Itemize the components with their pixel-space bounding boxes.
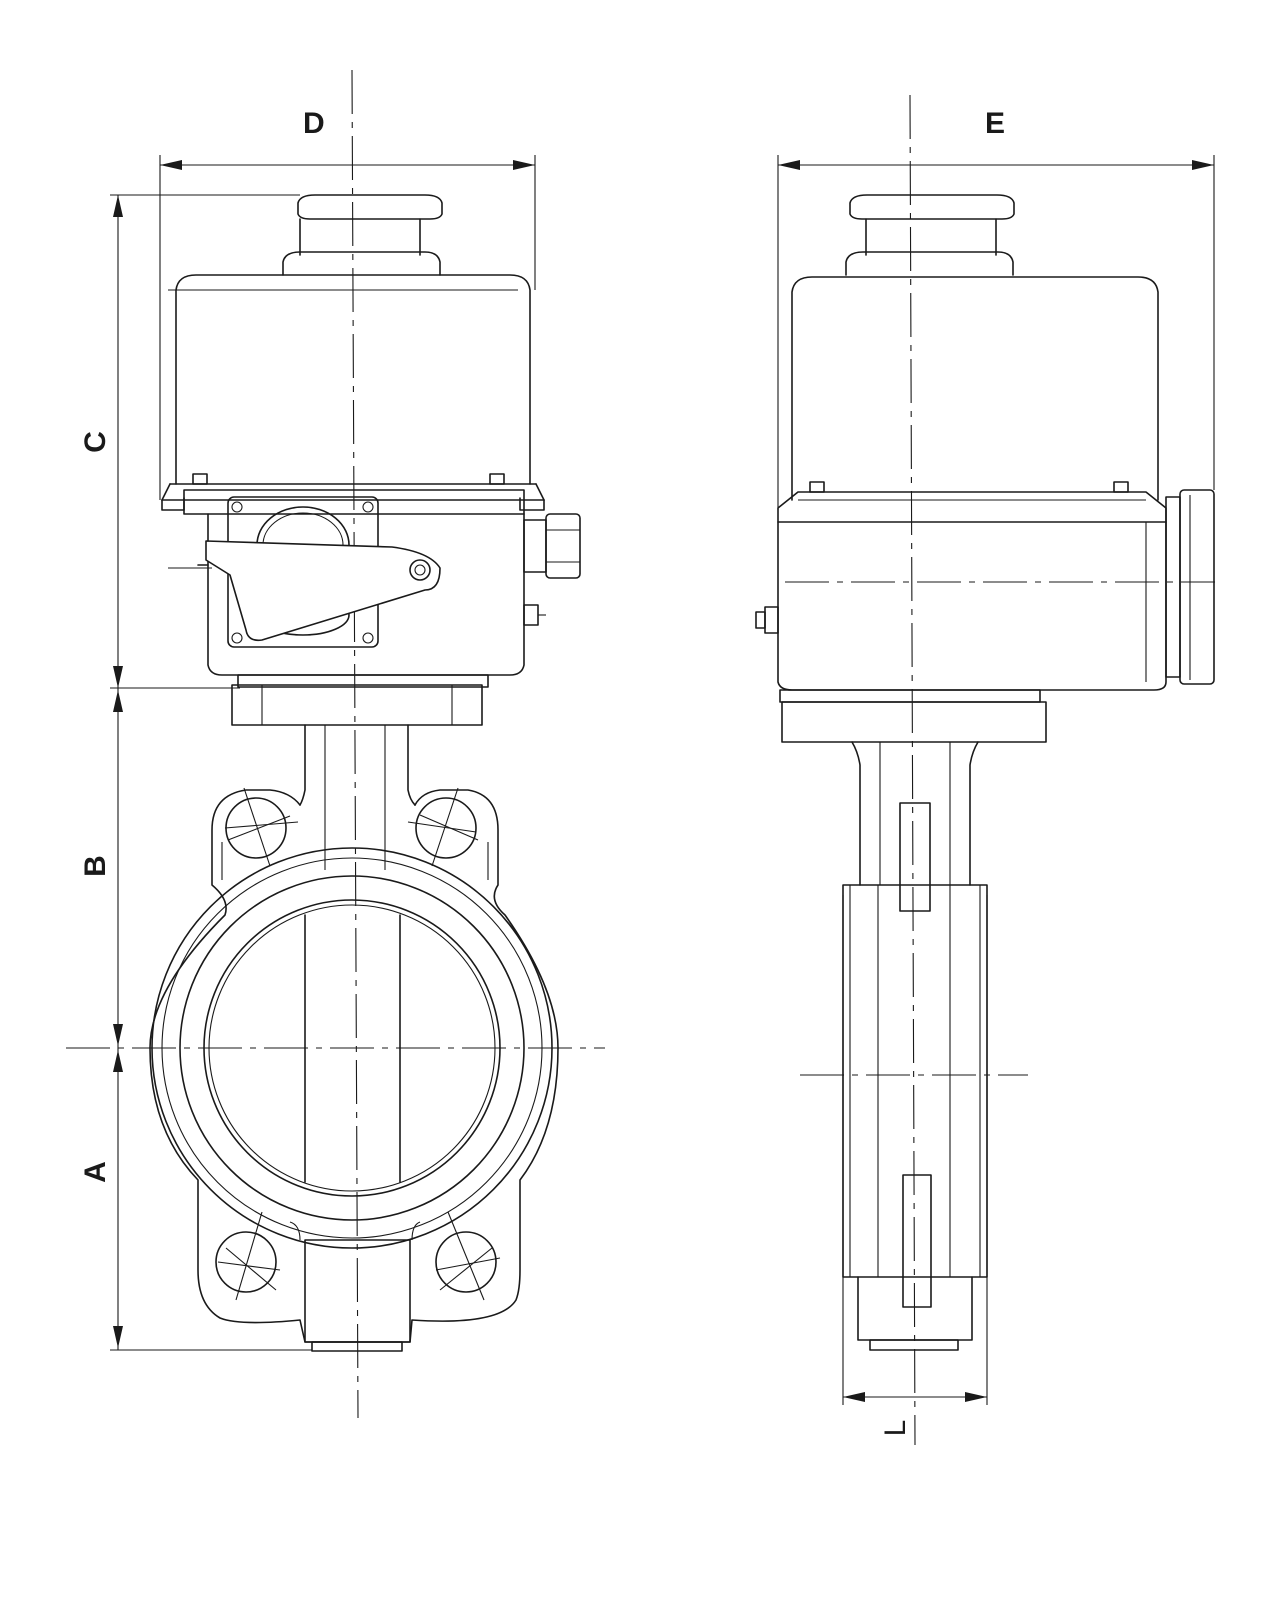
bolt-holes	[215, 787, 501, 1301]
dimension-d	[159, 155, 536, 500]
side-gearbox-body	[755, 489, 1215, 703]
side-top-cap	[845, 194, 1015, 276]
manual-handle	[205, 540, 441, 642]
front-vertical-centerline	[351, 69, 359, 1419]
side-valve-neck	[851, 741, 979, 912]
valve-seat-rings	[151, 847, 553, 1249]
top-cap	[282, 194, 443, 276]
dimension-a-label: A	[79, 1161, 112, 1183]
front-view: D C B A	[66, 69, 605, 1419]
adapter-flange	[231, 684, 483, 726]
valve-body	[149, 789, 559, 1352]
side-actuator-cover	[791, 276, 1159, 501]
side-view: E L	[755, 94, 1215, 1446]
side-valve-body	[842, 884, 988, 1351]
valve-neck	[299, 724, 416, 870]
dimension-e	[777, 155, 1215, 510]
dimension-l-label: L	[879, 1420, 912, 1437]
dimension-c	[110, 194, 300, 689]
side-adapter-flange	[781, 701, 1047, 743]
dimension-d-label: D	[303, 107, 325, 140]
dimension-b-label: B	[79, 855, 112, 877]
dimension-l	[842, 895, 988, 1405]
dimension-e-label: E	[985, 107, 1005, 140]
actuator-cover	[161, 274, 545, 501]
dimension-a	[110, 1048, 312, 1351]
dimension-b	[113, 688, 123, 1048]
dimension-c-label: C	[79, 431, 112, 453]
valve-disc	[304, 914, 401, 1183]
side-vertical-centerline	[909, 94, 916, 1446]
